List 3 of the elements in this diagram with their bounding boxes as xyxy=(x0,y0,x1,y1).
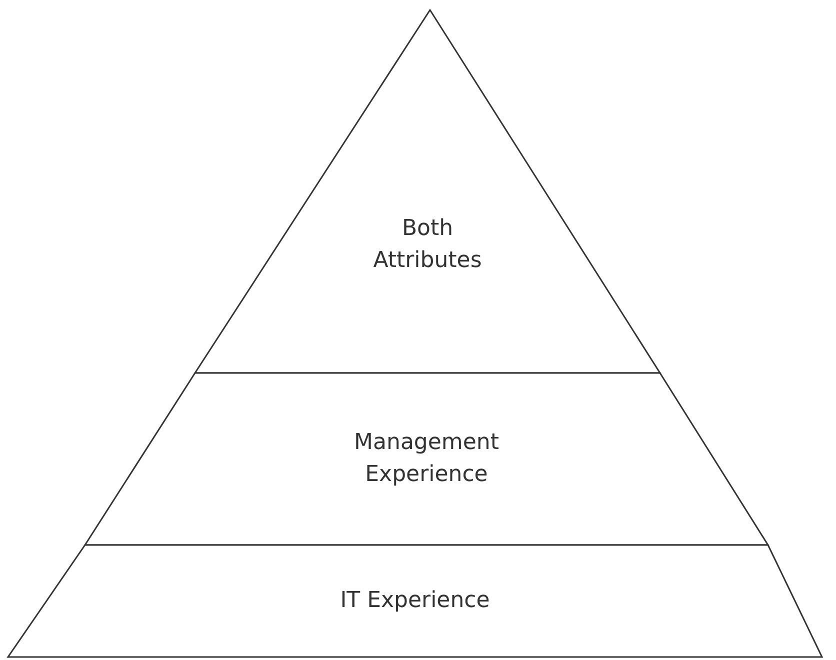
tier-label: Both Attributes xyxy=(372,215,483,275)
tier-label: Management Experience xyxy=(353,429,500,489)
tier-label: IT Experience xyxy=(339,587,491,615)
